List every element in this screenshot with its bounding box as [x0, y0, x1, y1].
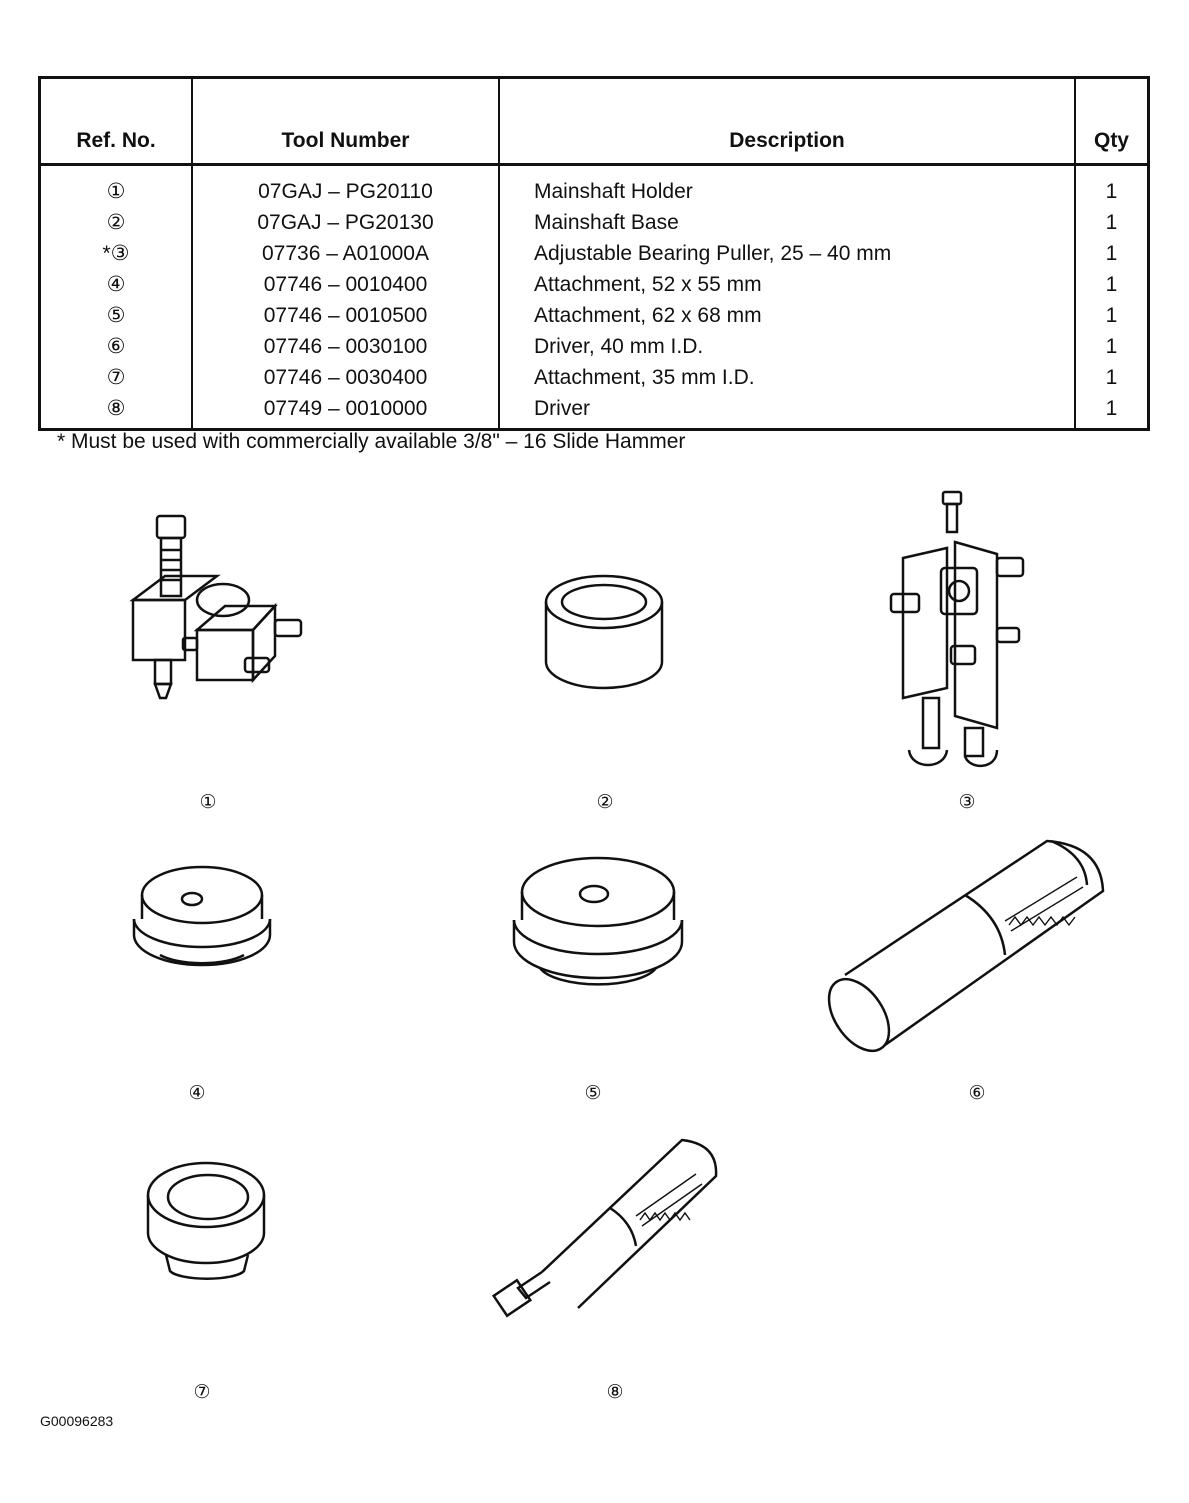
figure-label-2: ② [596, 792, 614, 813]
qty-cell: 1 [1074, 362, 1149, 393]
table-row: ① 07GAJ – PG20110 Mainshaft Holder 1 [40, 164, 1149, 207]
driver-illustration [490, 1128, 730, 1318]
qty-cell: 1 [1074, 300, 1149, 331]
mainshaft-base-illustration [542, 570, 667, 695]
document-code: G00096283 [40, 1413, 114, 1429]
description-cell: Attachment, 52 x 55 mm [498, 269, 1075, 300]
figure-label-4: ④ [188, 1083, 206, 1104]
tool-number-cell: 07746 – 0010400 [191, 269, 499, 300]
header-description: Description [498, 77, 1075, 166]
table-row: ⑧ 07749 – 0010000 Driver 1 [40, 393, 1149, 430]
attachment-62x68-illustration [508, 848, 688, 998]
tool-number-cell: 07GAJ – PG20110 [191, 164, 499, 207]
header-tool-number: Tool Number [191, 77, 499, 166]
header-qty: Qty [1074, 77, 1149, 166]
description-cell: Mainshaft Base [498, 207, 1075, 238]
ref-cell: ⑧ [106, 397, 126, 420]
description-cell: Mainshaft Holder [498, 164, 1075, 207]
qty-cell: 1 [1074, 393, 1149, 430]
tool-number-cell: 07746 – 0010500 [191, 300, 499, 331]
table-row: ⑥ 07746 – 0030100 Driver, 40 mm I.D. 1 [40, 331, 1149, 362]
ref-cell: ⑤ [106, 304, 126, 327]
table-row: ⑦ 07746 – 0030400 Attachment, 35 mm I.D.… [40, 362, 1149, 393]
table-header-row: Ref. No. Tool Number Description Qty [39, 77, 1149, 166]
figure-label-6: ⑥ [968, 1083, 986, 1104]
header-ref-no: Ref. No. [39, 77, 192, 166]
footnote: * Must be used with commercially availab… [57, 430, 686, 453]
table-row: ⑤ 07746 – 0010500 Attachment, 62 x 68 mm… [40, 300, 1149, 331]
description-cell: Attachment, 35 mm I.D. [498, 362, 1075, 393]
tool-number-cell: 07749 – 0010000 [191, 393, 499, 430]
ref-cell: *③ [102, 242, 130, 265]
attachment-35mm-illustration [140, 1155, 275, 1285]
figure-label-1: ① [199, 792, 217, 813]
ref-cell: ④ [106, 273, 126, 296]
description-cell: Driver [498, 393, 1075, 430]
figure-label-5: ⑤ [584, 1083, 602, 1104]
mainshaft-holder-illustration [125, 508, 315, 708]
qty-cell: 1 [1074, 238, 1149, 269]
driver-40mm-illustration [815, 825, 1110, 1055]
table-row: ② 07GAJ – PG20130 Mainshaft Base 1 [40, 207, 1149, 238]
bearing-puller-illustration [885, 488, 1035, 778]
table-row: *③ 07736 – A01000A Adjustable Bearing Pu… [40, 238, 1149, 269]
tool-number-cell: 07736 – A01000A [191, 238, 499, 269]
ref-cell: ⑥ [106, 335, 126, 358]
description-cell: Adjustable Bearing Puller, 25 – 40 mm [498, 238, 1075, 269]
ref-cell: ① [106, 180, 126, 203]
figure-label-3: ③ [958, 792, 976, 813]
description-cell: Driver, 40 mm I.D. [498, 331, 1075, 362]
description-cell: Attachment, 62 x 68 mm [498, 300, 1075, 331]
tool-number-cell: 07746 – 0030100 [191, 331, 499, 362]
qty-cell: 1 [1074, 269, 1149, 300]
qty-cell: 1 [1074, 207, 1149, 238]
figure-label-7: ⑦ [193, 1382, 211, 1403]
table-row: ④ 07746 – 0010400 Attachment, 52 x 55 mm… [40, 269, 1149, 300]
tool-number-cell: 07GAJ – PG20130 [191, 207, 499, 238]
attachment-52x55-illustration [130, 855, 275, 980]
ref-cell: ⑦ [106, 366, 126, 389]
qty-cell: 1 [1074, 331, 1149, 362]
tool-number-cell: 07746 – 0030400 [191, 362, 499, 393]
figure-label-8: ⑧ [606, 1382, 624, 1403]
ref-cell: ② [106, 211, 126, 234]
qty-cell: 1 [1074, 164, 1149, 207]
tool-table: Ref. No. Tool Number Description Qty ① 0… [38, 76, 1150, 431]
